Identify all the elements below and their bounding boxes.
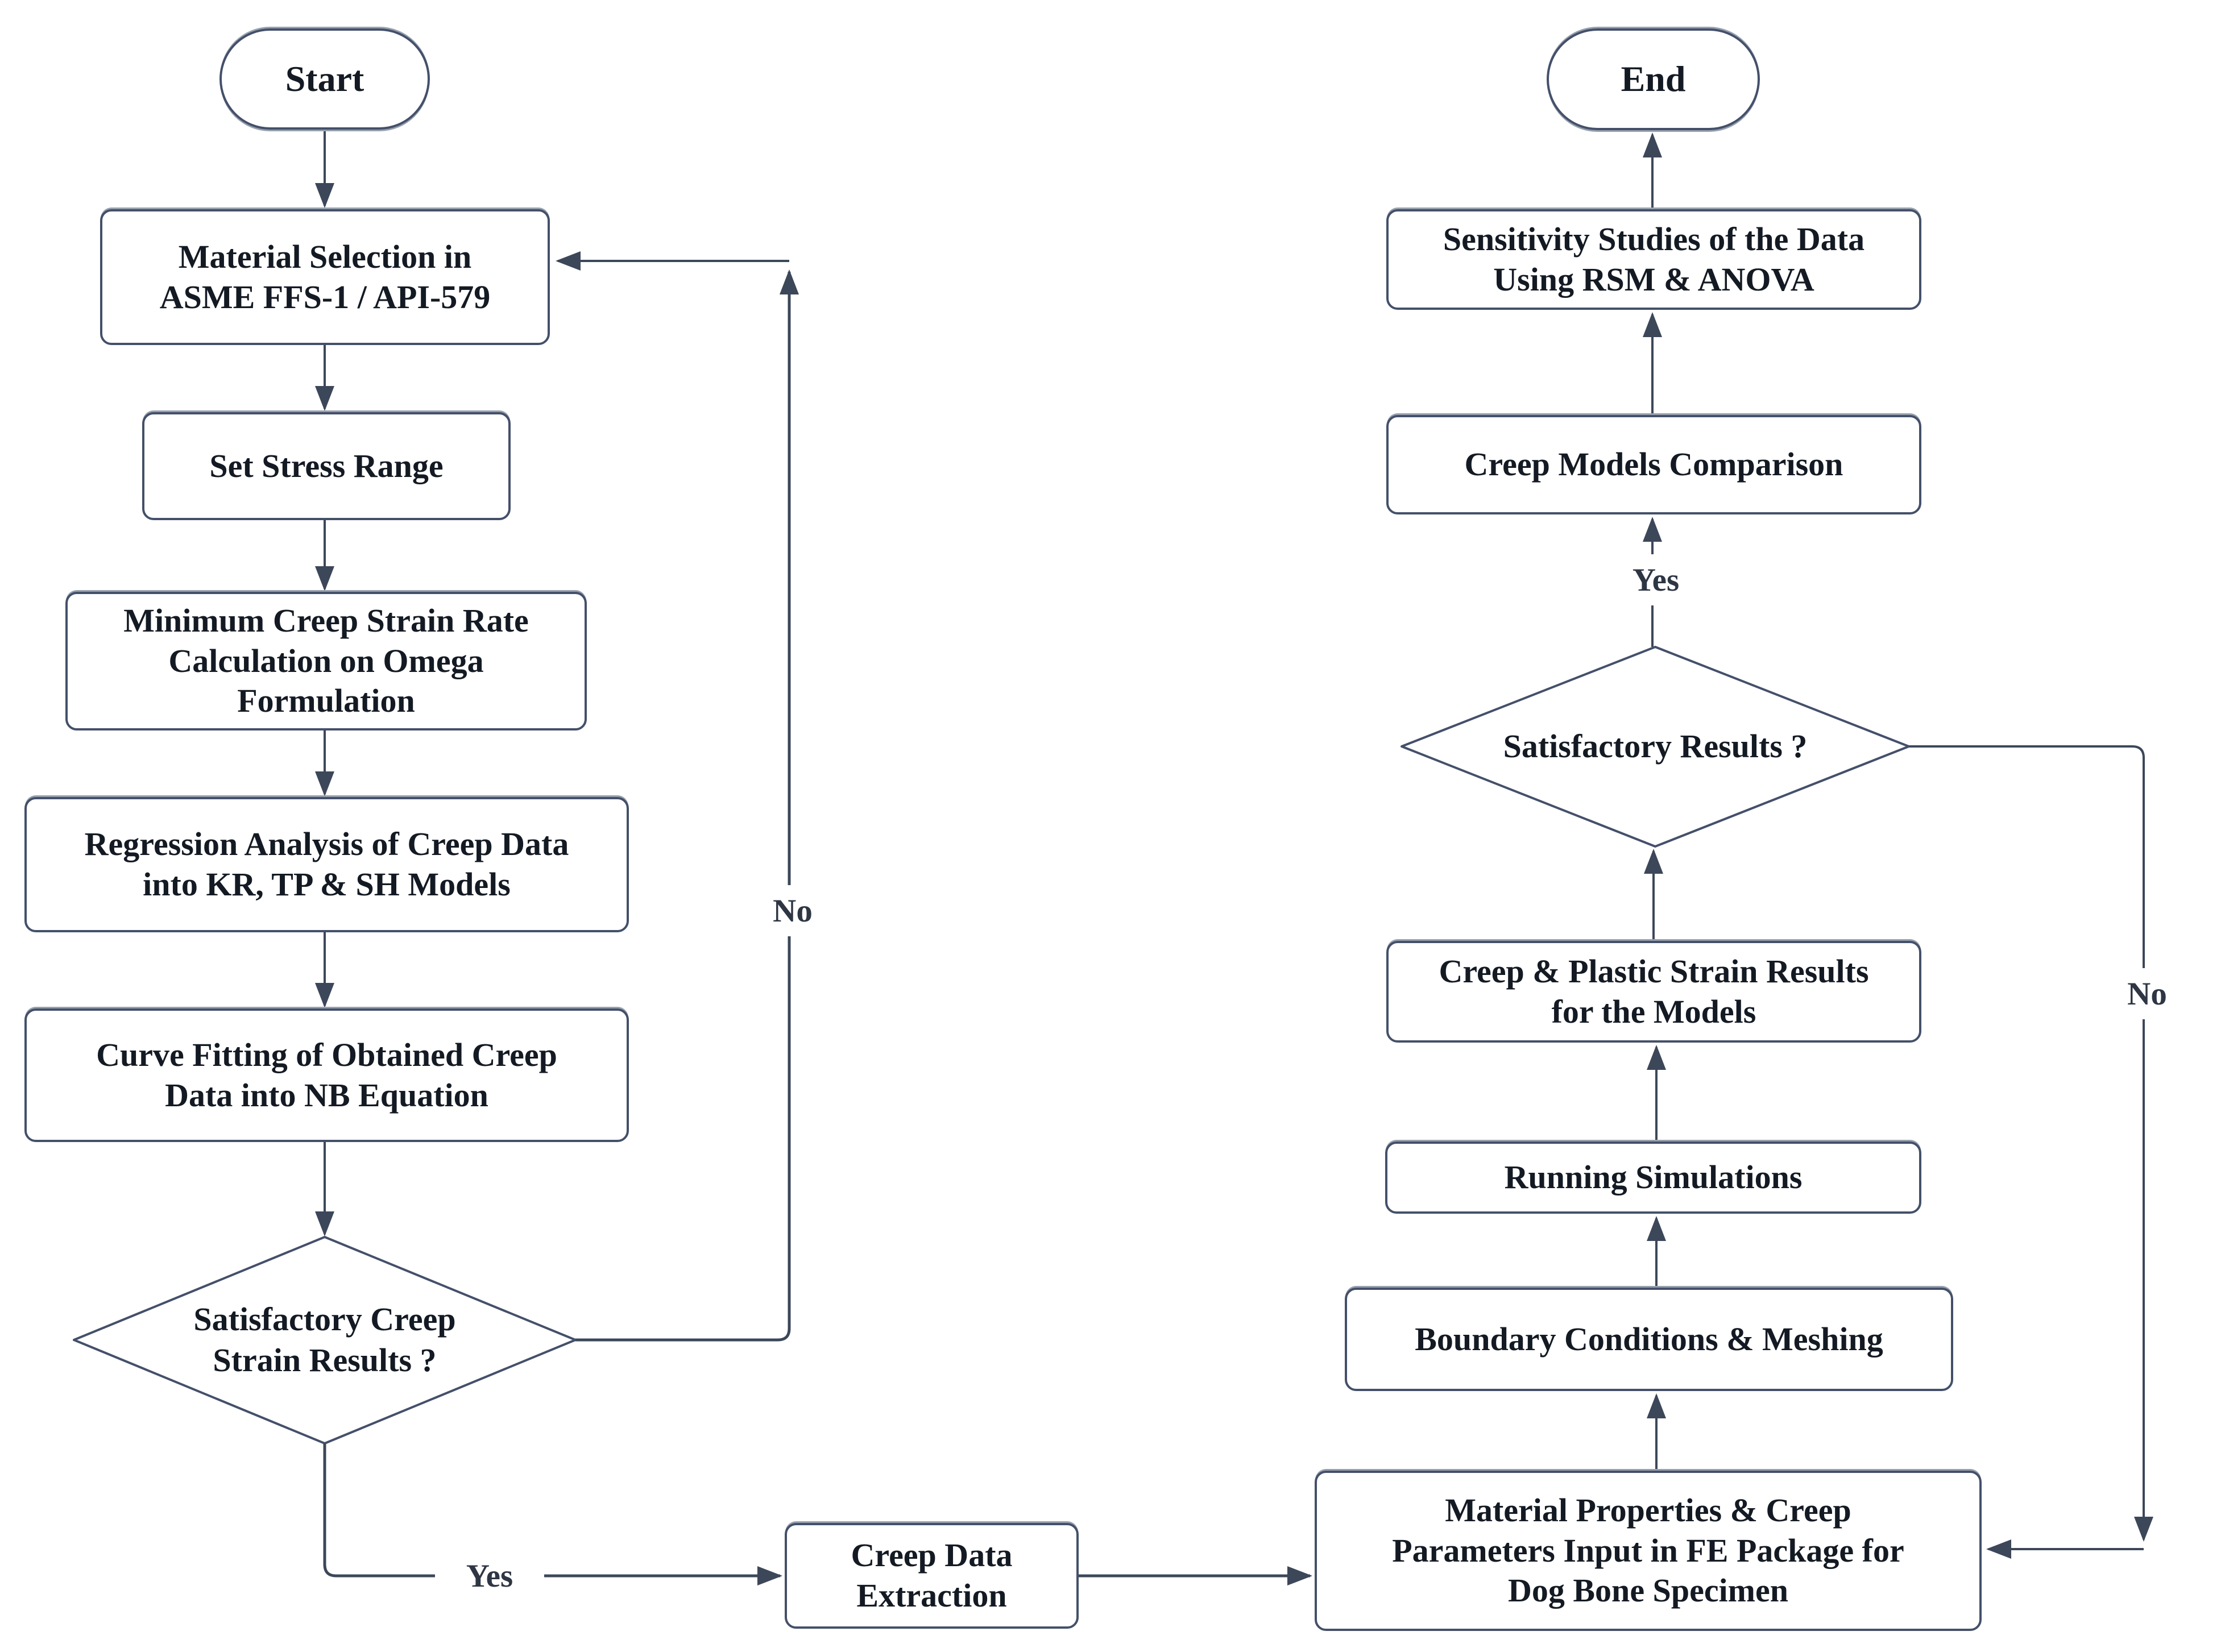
node-end: End — [1547, 28, 1760, 130]
node-sensitivity-studies: Sensitivity Studies of the Data Using RS… — [1386, 209, 1921, 310]
node-regression-analysis: Regression Analysis of Creep Data into K… — [24, 797, 629, 932]
node-curve-fitting: Curve Fitting of Obtained Creep Data int… — [24, 1008, 629, 1142]
edge-label-yes-left: Yes — [435, 1550, 544, 1601]
edge-no-right-loop-vertical — [1909, 745, 2153, 1542]
node-material-properties-input: Material Properties & Creep Parameters I… — [1315, 1471, 1982, 1631]
node-creep-data-extraction: Creep Data Extraction — [785, 1523, 1079, 1629]
edge-label-yes-right: Yes — [1606, 554, 1706, 605]
edge-yes-to-creep-data-extraction — [323, 1443, 782, 1585]
edge-label-no-right: No — [2103, 968, 2191, 1019]
node-set-stress-range: Set Stress Range — [142, 412, 511, 520]
node-creep-plastic-strain-results: Creep & Plastic Strain Results for the M… — [1386, 941, 1921, 1043]
edge-no-left-loop-vertical — [575, 269, 799, 1342]
node-start: Start — [219, 28, 430, 130]
node-decision-satisfactory-creep-strain: Satisfactory Creep Strain Results ? — [193, 1300, 456, 1379]
node-creep-models-comparison: Creep Models Comparison — [1386, 415, 1921, 514]
node-decision-satisfactory-results: Satisfactory Results ? — [1503, 727, 1808, 765]
edge-label-no-left: No — [748, 885, 837, 936]
decision-satisfactory-results-shape — [1401, 646, 1910, 848]
node-min-creep-strain-rate: Minimum Creep Strain Rate Calculation on… — [65, 592, 587, 730]
node-running-simulations: Running Simulations — [1385, 1142, 1921, 1214]
node-boundary-conditions-meshing: Boundary Conditions & Meshing — [1345, 1288, 1953, 1391]
node-material-selection: Material Selection in ASME FFS-1 / API-5… — [100, 209, 550, 345]
